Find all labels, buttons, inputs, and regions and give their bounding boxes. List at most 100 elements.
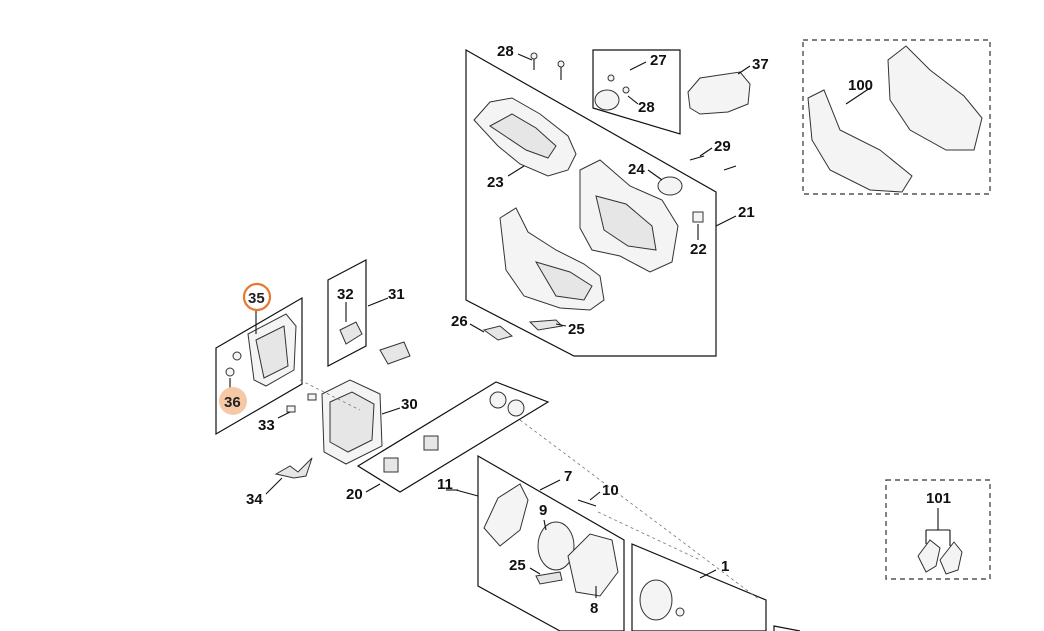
part-23-inner (489, 113, 557, 159)
part-20-ring-a[interactable] (489, 391, 507, 409)
part-1-washer[interactable] (675, 607, 685, 617)
label-33[interactable]: 33 (258, 417, 275, 434)
label-37[interactable]: 37 (752, 56, 769, 73)
screws-29 (689, 155, 737, 171)
leader-21 (715, 215, 737, 227)
group-101 (885, 479, 991, 580)
leader-7 (539, 479, 561, 491)
label-26[interactable]: 26 (451, 313, 468, 330)
label-22[interactable]: 22 (690, 241, 707, 258)
alignment-lines (299, 379, 761, 601)
label-8[interactable]: 8 (590, 600, 598, 617)
part-20-ring-b[interactable] (507, 399, 525, 417)
screw-11[interactable] (455, 489, 479, 497)
highlight-ring-35[interactable] (242, 282, 272, 312)
leader-lines (229, 53, 951, 598)
part-37-cover[interactable] (687, 71, 751, 115)
leader-28b (627, 95, 639, 105)
label-9[interactable]: 9 (539, 502, 547, 519)
screw-29a[interactable] (689, 155, 705, 161)
part-7-fan-cover[interactable] (483, 483, 529, 547)
leader-9 (543, 519, 547, 531)
label-25-upper[interactable]: 25 (568, 321, 585, 338)
housing-group (465, 48, 717, 357)
group-next-frame-edge (773, 625, 801, 631)
screw-29b[interactable] (723, 165, 737, 171)
label-35[interactable]: 35 (248, 290, 265, 307)
part-1-flange[interactable] (639, 579, 673, 621)
group-31-frame (327, 259, 367, 367)
part-27-knob[interactable] (594, 89, 620, 111)
label-30[interactable]: 30 (401, 396, 418, 413)
label-11[interactable]: 11 (437, 476, 453, 493)
label-28-top[interactable]: 28 (497, 43, 514, 60)
label-24[interactable]: 24 (628, 161, 645, 178)
part-34-spring[interactable] (274, 457, 313, 479)
label-31[interactable]: 31 (388, 286, 405, 303)
part-8-housing[interactable] (567, 533, 619, 597)
leader-27 (629, 61, 647, 71)
align-line-1 (519, 419, 761, 601)
part-labels: 28 27 37 28 29 24 21 22 23 26 25 100 35 … (224, 43, 951, 617)
group-31 (327, 259, 411, 367)
part-22-nut[interactable] (692, 211, 704, 223)
label-7[interactable]: 7 (564, 468, 572, 485)
screw-28b-head[interactable] (557, 60, 565, 68)
leader-23 (507, 165, 525, 177)
label-36[interactable]: 36 (224, 394, 241, 411)
label-27[interactable]: 27 (650, 52, 667, 69)
leader-25b (529, 567, 541, 575)
leader-26 (469, 323, 485, 333)
group-7 (477, 454, 625, 631)
label-101[interactable]: 101 (926, 490, 951, 507)
part-31-bracket[interactable] (379, 341, 411, 365)
group-1-frame (631, 543, 767, 631)
part-21-inner-left (534, 261, 593, 301)
leader-37 (737, 65, 751, 75)
part-33-spacer-b[interactable] (307, 393, 317, 401)
part-30-box-group (286, 379, 383, 465)
screw-10[interactable] (577, 499, 597, 507)
label-34[interactable]: 34 (246, 491, 263, 508)
label-1[interactable]: 1 (721, 558, 729, 575)
part-21-inner-right (595, 195, 657, 251)
label-29[interactable]: 29 (714, 138, 731, 155)
leader-25a (555, 323, 567, 327)
part-9-fan[interactable] (537, 521, 575, 571)
screw-28a-head[interactable] (530, 52, 538, 60)
label-21[interactable]: 21 (738, 204, 755, 221)
label-20[interactable]: 20 (346, 486, 363, 503)
part-101-lever-b[interactable] (939, 541, 963, 575)
part-20-pad-a[interactable] (383, 457, 399, 473)
label-32[interactable]: 32 (337, 286, 354, 303)
label-28[interactable]: 28 (638, 99, 655, 116)
group-100 (802, 39, 991, 195)
group-27 (592, 49, 681, 135)
screw-36b[interactable] (225, 367, 235, 377)
leader-24 (647, 169, 663, 181)
screw-28d[interactable] (607, 74, 615, 82)
label-23[interactable]: 23 (487, 174, 504, 191)
label-100[interactable]: 100 (848, 77, 873, 94)
label-10[interactable]: 10 (602, 482, 619, 499)
part-32-clip[interactable] (339, 321, 363, 345)
align-line-2 (597, 511, 701, 561)
leader-20 (365, 483, 381, 493)
highlight-fill-36[interactable] (219, 387, 247, 415)
screw-36a[interactable] (232, 351, 242, 361)
leader-10 (589, 491, 601, 501)
part-20-pad-b[interactable] (423, 435, 439, 451)
group-20-frame (356, 381, 550, 493)
group-27-frame (592, 49, 681, 135)
part-24-disc[interactable] (657, 176, 683, 196)
screw-28c[interactable] (622, 86, 630, 94)
label-25-lower[interactable]: 25 (509, 557, 526, 574)
part-101-lever-a[interactable] (917, 539, 941, 573)
part-33-spacer-a[interactable] (286, 405, 296, 413)
part-26-insert[interactable] (482, 325, 514, 341)
part-25-strip-lower[interactable] (535, 571, 563, 585)
group-20 (356, 381, 550, 493)
part-25-strip-upper[interactable] (528, 319, 564, 331)
part-100-housing-left[interactable] (807, 89, 913, 193)
part-100-housing-right[interactable] (887, 45, 983, 151)
